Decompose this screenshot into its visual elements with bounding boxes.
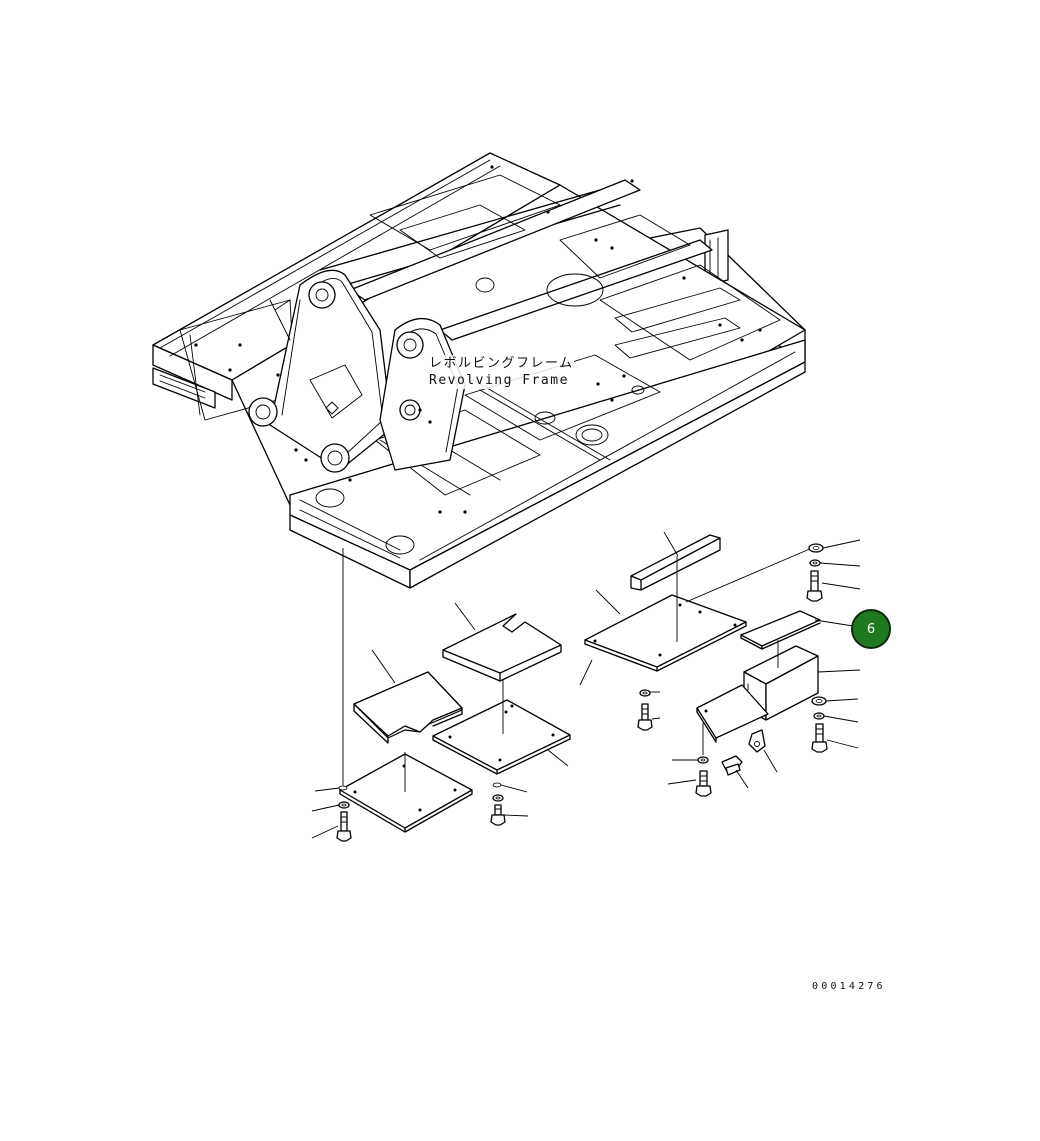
middle-cover-assembly xyxy=(432,602,571,826)
part-callout-6[interactable]: 6 xyxy=(851,609,891,649)
revolving-frame-label-en: Revolving Frame xyxy=(429,373,569,388)
drawing-number: 00014276 xyxy=(812,981,886,992)
left-cover-assembly xyxy=(311,548,473,842)
right-cover-assembly xyxy=(579,531,813,731)
frame-bolt-holes xyxy=(194,165,762,514)
revolving-frame-label: レボルビングフレーム Revolving Frame xyxy=(429,355,574,389)
part-callout-number: 6 xyxy=(866,621,876,637)
box-cover-assembly xyxy=(667,539,861,797)
revolving-frame xyxy=(152,152,806,589)
revolving-frame-label-ja: レボルビングフレーム xyxy=(429,356,574,371)
